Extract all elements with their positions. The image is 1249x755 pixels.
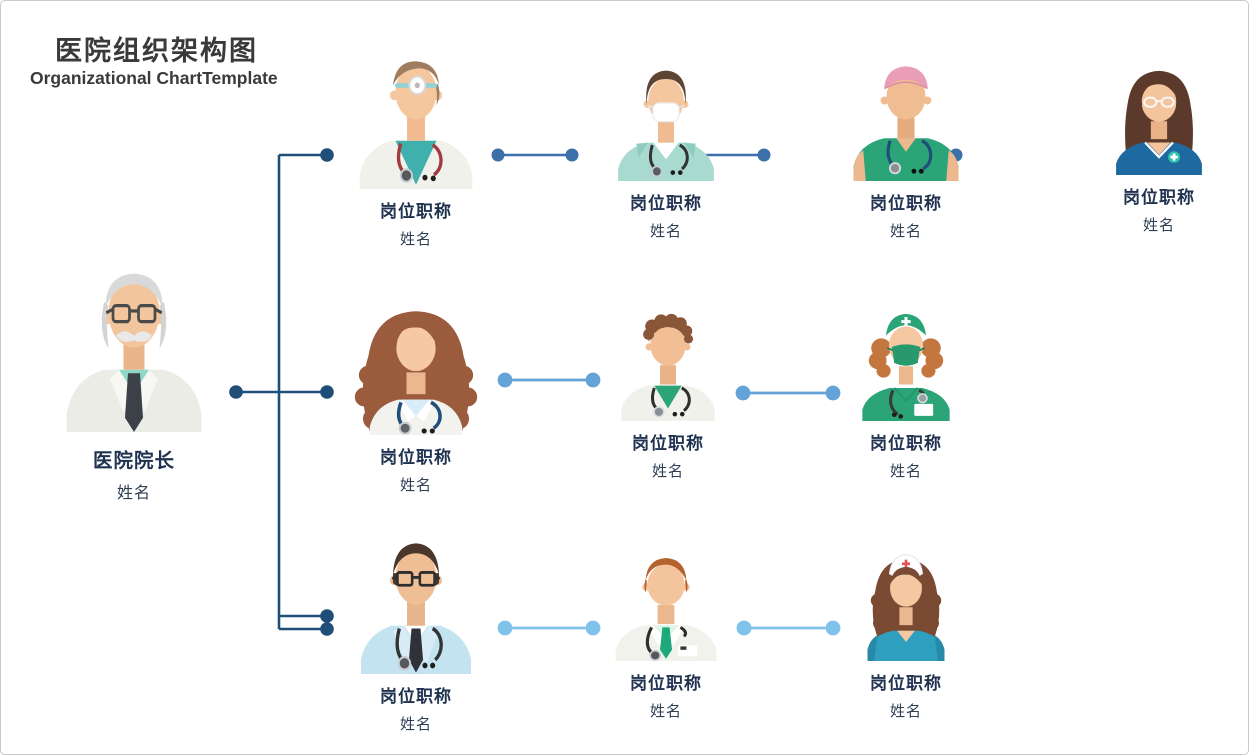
org-node-row1-3[interactable]: 岗位职称 姓名 [826, 59, 986, 241]
org-node-row1-1[interactable]: 岗位职称 姓名 [336, 47, 496, 249]
person-role: 岗位职称 [632, 434, 704, 453]
org-node-row2-2[interactable]: 岗位职称 姓名 [588, 307, 748, 481]
org-node-director[interactable]: 医院院长 姓名 [54, 254, 214, 503]
person-name: 姓名 [889, 703, 922, 720]
connector-dot [229, 385, 243, 399]
person-name: 姓名 [651, 463, 684, 480]
surgeon-pink-cap-avatar [845, 59, 967, 181]
director-name: 姓名 [116, 485, 151, 502]
doctor-woman-long-hair-avatar [348, 299, 484, 435]
page-title: 医院组织架构图 [55, 36, 258, 66]
person-role: 岗位职称 [1123, 188, 1195, 207]
doctor-head-mirror-avatar [352, 47, 480, 189]
org-node-row2-3[interactable]: 岗位职称 姓名 [826, 307, 986, 481]
person-role: 岗位职称 [870, 434, 942, 453]
person-name: 姓名 [649, 703, 682, 720]
org-node-row3-1[interactable]: 岗位职称 姓名 [336, 532, 496, 734]
nurse-green-cap-mask-avatar [847, 307, 965, 421]
director-role: 医院院长 [92, 450, 175, 472]
person-name: 姓名 [399, 716, 432, 733]
person-role: 岗位职称 [630, 674, 702, 693]
person-role: 岗位职称 [870, 194, 942, 213]
person-name: 姓名 [1142, 217, 1175, 234]
person-role: 岗位职称 [380, 448, 452, 467]
org-node-row1-4[interactable]: 岗位职称 姓名 [1079, 63, 1239, 235]
org-node-row3-2[interactable]: 岗位职称 姓名 [586, 549, 746, 721]
doctor-green-tie-avatar [606, 549, 726, 661]
person-name: 姓名 [399, 477, 432, 494]
nurse-navy-scrub-avatar [1101, 63, 1217, 175]
nurse-white-cap-avatar [851, 549, 961, 661]
org-node-row3-3[interactable]: 岗位职称 姓名 [826, 549, 986, 721]
elderly-director-avatar [59, 254, 209, 432]
doctor-black-glasses-avatar [352, 532, 480, 674]
person-role: 岗位职称 [380, 687, 452, 706]
person-role: 岗位职称 [870, 674, 942, 693]
org-node-row2-1[interactable]: 岗位职称 姓名 [336, 299, 496, 495]
person-role: 岗位职称 [630, 194, 702, 213]
person-name: 姓名 [889, 463, 922, 480]
person-name: 姓名 [399, 231, 432, 248]
doctor-curly-hair-avatar [611, 307, 725, 421]
nurse-face-mask-avatar [609, 61, 723, 181]
person-name: 姓名 [889, 223, 922, 240]
person-name: 姓名 [649, 223, 682, 240]
page-subtitle: Organizational ChartTemplate [30, 68, 278, 88]
org-node-row1-2[interactable]: 岗位职称 姓名 [586, 61, 746, 241]
person-role: 岗位职称 [380, 202, 452, 221]
